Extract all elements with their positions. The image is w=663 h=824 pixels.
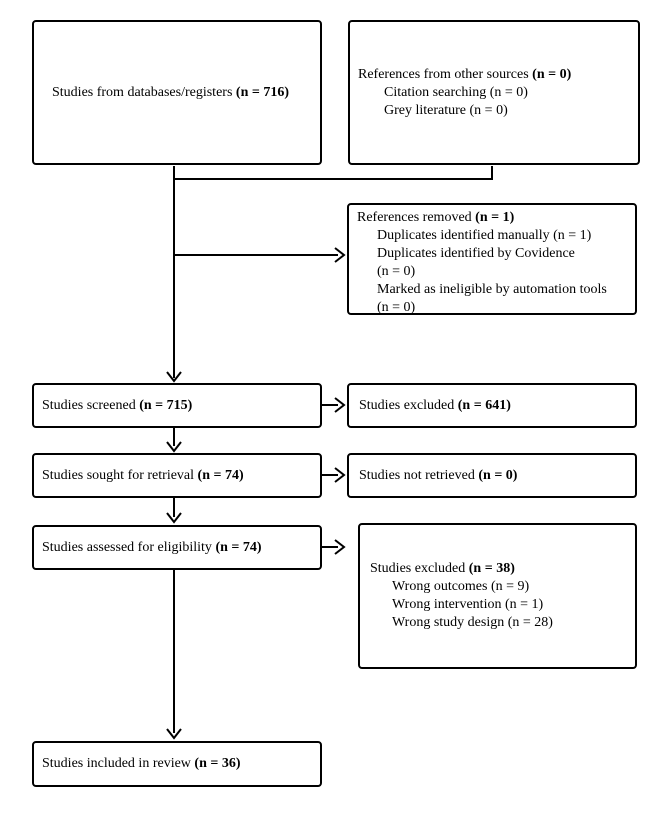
box-studies-assessed: Studies assessed for eligibility(n = 74) — [32, 525, 322, 570]
label-count: (n = 36) — [194, 756, 241, 771]
sub-item: Grey literature (n = 0) — [384, 102, 508, 118]
label-text: Studies excluded — [359, 397, 455, 413]
label-text: Studies excluded — [370, 561, 466, 576]
sub-item: Wrong study design (n = 28) — [392, 615, 553, 630]
label-text: Studies included in review — [42, 756, 191, 771]
box-label: Studies excluded(n = 38) — [370, 560, 631, 578]
label-text: References removed — [357, 210, 472, 225]
sub-item: (n = 0) — [377, 300, 416, 315]
label-text: Studies not retrieved — [359, 467, 475, 483]
box-label: Studies excluded(n = 641) — [359, 397, 631, 415]
arrow-sought-to-not-retrieved — [322, 467, 346, 483]
label-text: Studies from databases/registers — [52, 84, 233, 100]
box-studies-from-databases: Studies from databases/registers(n = 716… — [32, 20, 322, 165]
label-text: Studies assessed for eligibility — [42, 539, 212, 555]
sub-item: Duplicates identified by Covidence — [377, 246, 575, 261]
box-label: Studies not retrieved(n = 0) — [359, 467, 631, 485]
arrow-assessed-to-excluded — [322, 539, 346, 555]
box-label: References from other sources(n = 0) — [358, 66, 634, 84]
arrow-to-references-removed — [174, 247, 346, 263]
label-count: (n = 715) — [139, 397, 193, 413]
sub-item: (n = 0) — [377, 264, 416, 279]
box-studies-sought: Studies sought for retrieval(n = 74) — [32, 453, 322, 498]
merge-connector-line — [166, 166, 493, 383]
box-label: Studies from databases/registers(n = 716… — [52, 84, 314, 102]
box-studies-excluded-screening: Studies excluded(n = 641) — [347, 383, 637, 428]
label-count: (n = 1) — [475, 210, 515, 225]
box-label: Studies included in review(n = 36) — [42, 755, 316, 773]
label-count: (n = 74) — [197, 467, 244, 483]
label-text: References from other sources — [358, 66, 529, 82]
box-references-other-sources: References from other sources(n = 0) Cit… — [348, 20, 640, 165]
arrow-screened-to-excluded — [322, 397, 346, 413]
sub-item: Citation searching (n = 0) — [384, 84, 528, 100]
sub-item: Marked as ineligible by automation tools — [377, 282, 607, 297]
box-label: Studies sought for retrieval(n = 74) — [42, 467, 316, 485]
sub-item: Wrong outcomes (n = 9) — [392, 579, 530, 594]
sub-item: Duplicates identified manually (n = 1) — [377, 228, 592, 243]
label-count: (n = 716) — [235, 84, 289, 100]
box-studies-not-retrieved: Studies not retrieved(n = 0) — [347, 453, 637, 498]
box-studies-excluded-eligibility: Studies excluded(n = 38) Wrong outcomes … — [358, 523, 637, 669]
box-label: References removed(n = 1) — [357, 209, 631, 227]
label-count: (n = 38) — [468, 561, 515, 576]
label-count: (n = 641) — [457, 397, 511, 413]
label-text: Studies sought for retrieval — [42, 467, 195, 483]
box-label: Studies screened(n = 715) — [42, 397, 316, 415]
label-text: Studies screened — [42, 397, 136, 413]
arrow-assessed-to-included — [166, 570, 182, 740]
label-count: (n = 0) — [478, 467, 518, 483]
box-studies-screened: Studies screened(n = 715) — [32, 383, 322, 428]
sub-item: Wrong intervention (n = 1) — [392, 597, 544, 612]
label-count: (n = 74) — [215, 539, 262, 555]
box-studies-included: Studies included in review(n = 36) — [32, 741, 322, 787]
arrow-sought-to-assessed — [166, 498, 182, 524]
box-label: Studies assessed for eligibility(n = 74) — [42, 539, 316, 557]
box-references-removed: References removed(n = 1) Duplicates ide… — [347, 203, 637, 315]
arrow-screened-to-sought — [166, 428, 182, 453]
label-count: (n = 0) — [532, 66, 572, 82]
